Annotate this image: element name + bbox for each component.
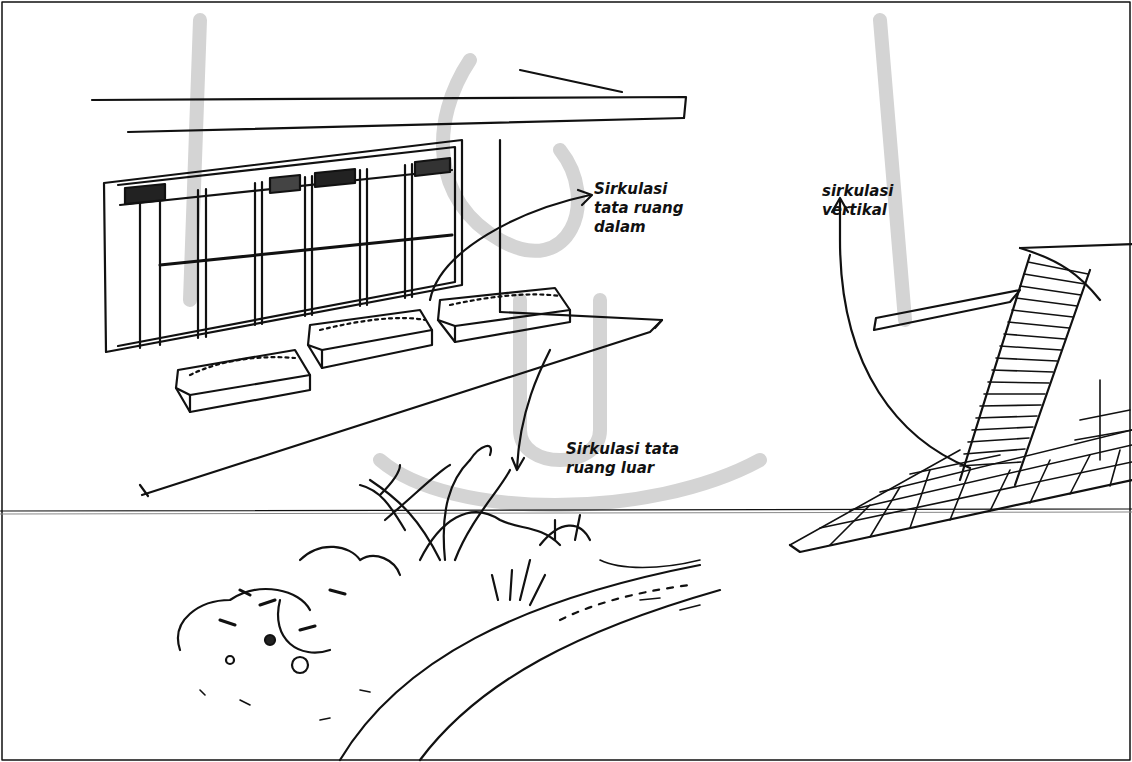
planter-box [176, 288, 570, 412]
tiled-floor [790, 380, 1132, 552]
staircase [874, 244, 1132, 485]
watermark-logo [190, 20, 905, 505]
scan-line [0, 509, 1132, 511]
callout-label: Sirkulasi tata ruang dalam [594, 180, 704, 237]
leader-arrow [430, 190, 970, 470]
garden-plants [178, 446, 720, 760]
callout-label: Sirkulasi tata ruang luar [566, 440, 696, 478]
roof-slab [92, 70, 686, 132]
window-wall [104, 140, 462, 352]
scan-line [0, 512, 1132, 514]
callout-label: sirkulasi vertikal [822, 182, 922, 220]
